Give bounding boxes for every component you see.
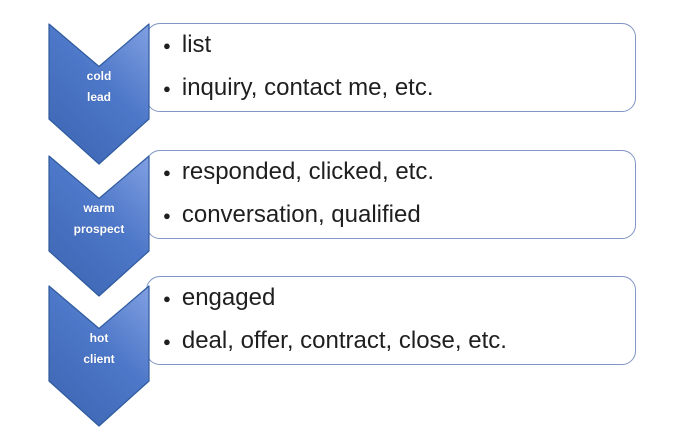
bullet-item: conversation, qualified <box>163 195 635 238</box>
stage-hot-client: engaged deal, offer, contract, close, et… <box>0 276 690 427</box>
chevron-shape-hot-client: hot client <box>48 285 150 427</box>
stage-cold-lead: list inquiry, contact me, etc. cold lead <box>0 23 690 165</box>
bullet-text: responded, clicked, etc. <box>181 157 434 185</box>
chevron-down-icon <box>48 285 150 427</box>
chevron-shape-cold-lead: cold lead <box>48 23 150 165</box>
chevron-down-icon <box>48 155 150 297</box>
bullet-text: conversation, qualified <box>181 200 421 228</box>
bullet-list: responded, clicked, etc. conversation, q… <box>163 152 635 238</box>
content-box-warm-prospect: responded, clicked, etc. conversation, q… <box>146 150 636 239</box>
bullet-item: list <box>163 25 635 68</box>
stage-warm-prospect: responded, clicked, etc. conversation, q… <box>0 150 690 297</box>
bullet-item: deal, offer, contract, close, etc. <box>163 321 635 364</box>
chevron-down-icon <box>48 23 150 165</box>
bullet-text: deal, offer, contract, close, etc. <box>181 326 507 354</box>
content-box-cold-lead: list inquiry, contact me, etc. <box>146 23 636 112</box>
bullet-list: engaged deal, offer, contract, close, et… <box>163 278 635 364</box>
bullet-item: engaged <box>163 278 635 321</box>
bullet-item: responded, clicked, etc. <box>163 152 635 195</box>
bullet-text: engaged <box>181 283 276 311</box>
bullet-text: inquiry, contact me, etc. <box>181 73 434 101</box>
bullet-item: inquiry, contact me, etc. <box>163 68 635 111</box>
chevron-shape-warm-prospect: warm prospect <box>48 155 150 297</box>
content-box-hot-client: engaged deal, offer, contract, close, et… <box>146 276 636 365</box>
bullet-text: list <box>181 30 212 58</box>
bullet-list: list inquiry, contact me, etc. <box>163 25 635 111</box>
